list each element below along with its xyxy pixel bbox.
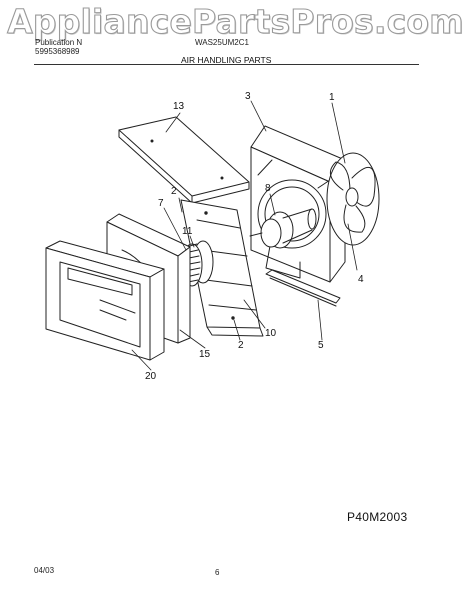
publication-label: Publication N: [35, 38, 83, 47]
callout-3: 3: [245, 91, 251, 102]
part-13-top-panel: [119, 117, 249, 203]
watermark-text: AppliancePartsPros.com: [7, 1, 465, 41]
callout-5: 5: [318, 340, 324, 351]
callout-13: 13: [173, 101, 185, 112]
figure-code: P40M2003: [347, 510, 408, 524]
publication-number: 5995368989: [35, 47, 80, 56]
callout-10: 10: [265, 328, 277, 339]
model-number: WAS25UM2C1: [195, 38, 249, 47]
callout-15: 15: [199, 349, 211, 360]
header-rule: [34, 64, 419, 65]
callout-4: 4: [358, 274, 364, 285]
callout-8: 8: [265, 183, 271, 194]
section-title: AIR HANDLING PARTS: [181, 55, 272, 65]
part-8-motor: [250, 209, 316, 248]
part-10-divider-panel: [181, 200, 263, 336]
part-20-front-frame: [46, 241, 164, 360]
callout-11: 11: [182, 226, 193, 237]
callout-1: 1: [329, 92, 335, 103]
footer-page-number: 6: [215, 568, 220, 577]
footer-date: 04/03: [34, 566, 55, 575]
part-5-bracket-rod: [266, 270, 340, 306]
leader-lines: [132, 101, 357, 370]
part-1-fan-blade: [327, 153, 379, 245]
callout-20: 20: [145, 371, 157, 382]
callout-7: 7: [158, 198, 164, 209]
callout-2-upper: 2: [171, 186, 177, 197]
callout-2-lower: 2: [238, 340, 244, 351]
